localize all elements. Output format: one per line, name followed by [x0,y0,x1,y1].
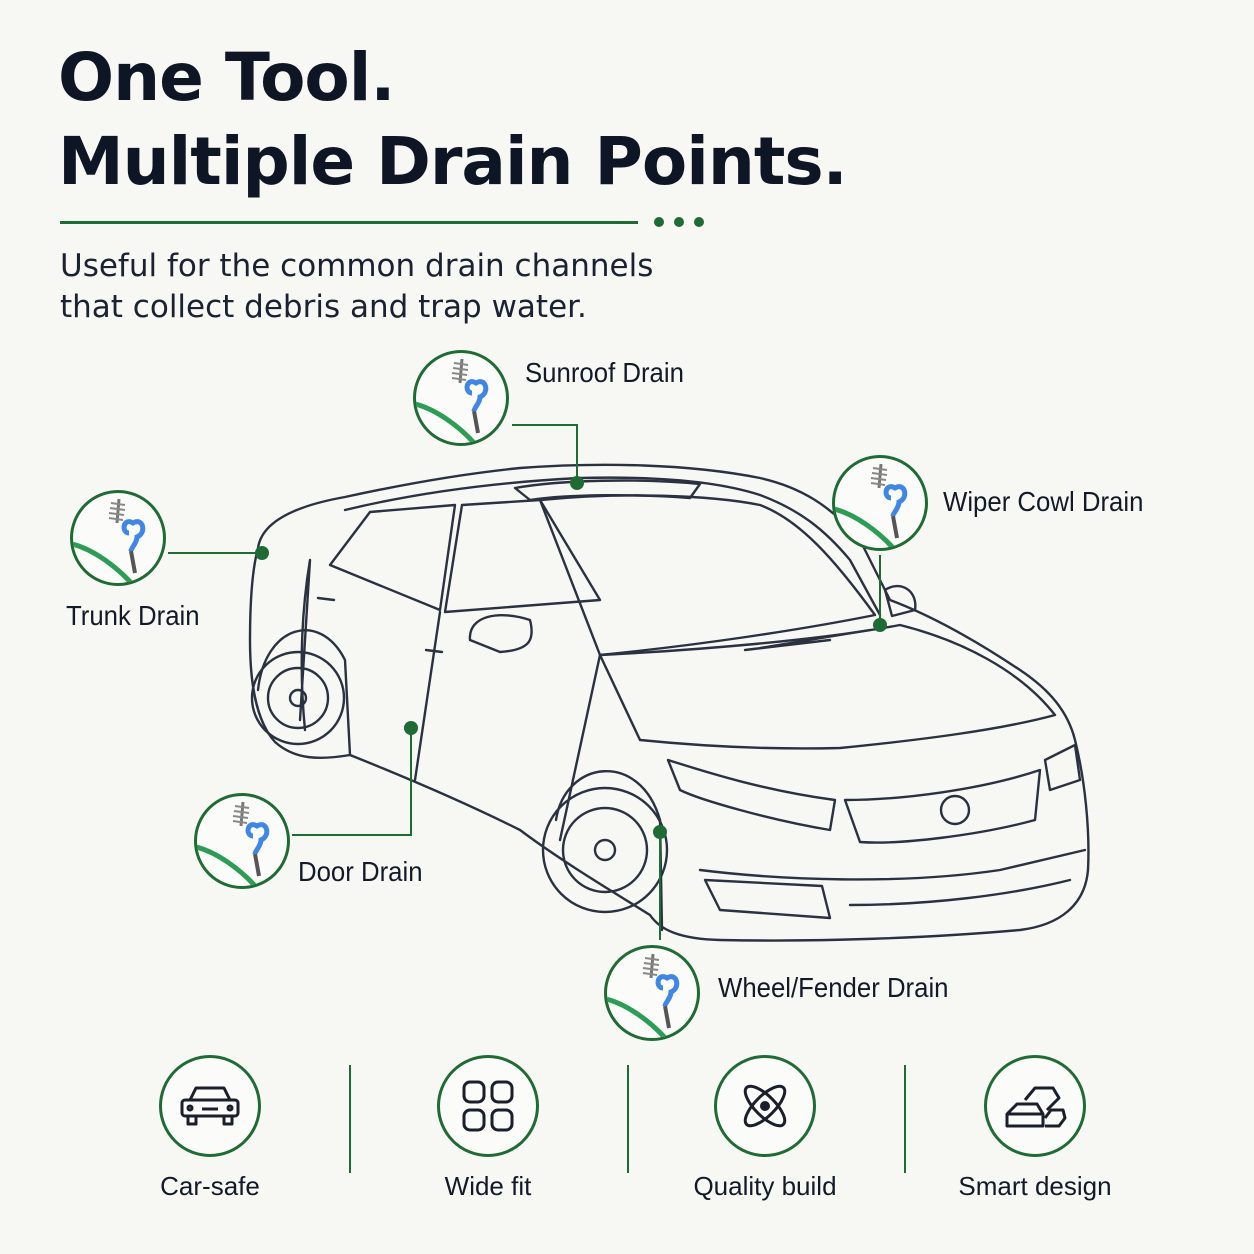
grid-icon [462,1080,514,1132]
marker-door [404,721,418,735]
wiper-tool-thumbnail [832,455,928,551]
feature-divider [904,1065,906,1173]
car-front-arch [554,770,664,932]
callout-sunroof-label: Sunroof Drain [525,357,684,388]
car-side-mirror [468,613,533,654]
leader-door [292,728,412,836]
atom-icon [743,1084,787,1128]
sunroof-tool-thumbnail [413,350,509,446]
car-bumper [698,848,1087,920]
car-rear-wheel [250,650,346,746]
drain-brush-icon [197,801,270,886]
subtitle: Useful for the common drain channels tha… [60,246,653,328]
car-wipers [743,628,872,652]
car-right-mirror [883,584,917,618]
car-side-windows [328,498,602,614]
drain-brush-icon [607,953,680,1038]
car-headlight-right [1043,743,1082,792]
drain-brush-icon [835,463,908,548]
drain-brush-icon [73,498,146,583]
car-grille [843,768,1042,844]
drain-brush-icon [416,358,489,443]
trunk-tool-thumbnail [70,490,166,586]
title-underline [60,221,638,224]
feature-label: Smart design [958,1171,1112,1201]
feature-quality-build: Quality build [665,1055,865,1202]
subtitle-line-2: that collect debris and trap water. [60,289,587,325]
feature-divider [349,1065,351,1173]
callout-wiper-label: Wiper Cowl Drain [943,486,1144,517]
feature-label: Car-safe [160,1171,260,1201]
feature-label: Wide fit [444,1171,532,1201]
callout-trunk-label: Trunk Drain [66,600,200,631]
car-door-lines [298,558,602,842]
gold-bars-icon [1005,1086,1067,1128]
decorative-dots [654,217,704,227]
car-front-wheel [541,786,669,914]
title-line-1: One Tool. [58,39,395,116]
car-hood [598,623,1057,750]
marker-trunk [255,546,269,560]
door-tool-thumbnail [194,793,290,889]
subtitle-line-1: Useful for the common drain channels [60,248,654,284]
feature-car-safe: Car-safe [110,1055,310,1202]
car-windshield [538,494,877,657]
title-line-2: Multiple Drain Points. [58,123,848,200]
callout-wheel-label: Wheel/Fender Drain [718,972,949,1003]
feature-divider [627,1065,629,1173]
marker-wheel [653,825,667,839]
wheel-tool-thumbnail [604,945,700,1041]
callout-door-label: Door Drain [298,856,423,887]
car-badge [939,794,971,826]
car-body-outline [248,463,1090,942]
feature-smart-design: Smart design [935,1055,1135,1202]
car-icon [180,1086,240,1126]
car-roof [343,476,882,617]
page-title: One Tool. Multiple Drain Points. [58,36,848,204]
marker-sunroof [570,476,584,490]
car-sunroof [513,479,702,502]
marker-wiper [873,618,887,632]
car-headlight-left [666,758,837,832]
car-door-handle [316,596,444,654]
leader-sunroof [512,424,578,482]
feature-label: Quality build [693,1171,837,1201]
feature-wide-fit: Wide fit [388,1055,588,1202]
